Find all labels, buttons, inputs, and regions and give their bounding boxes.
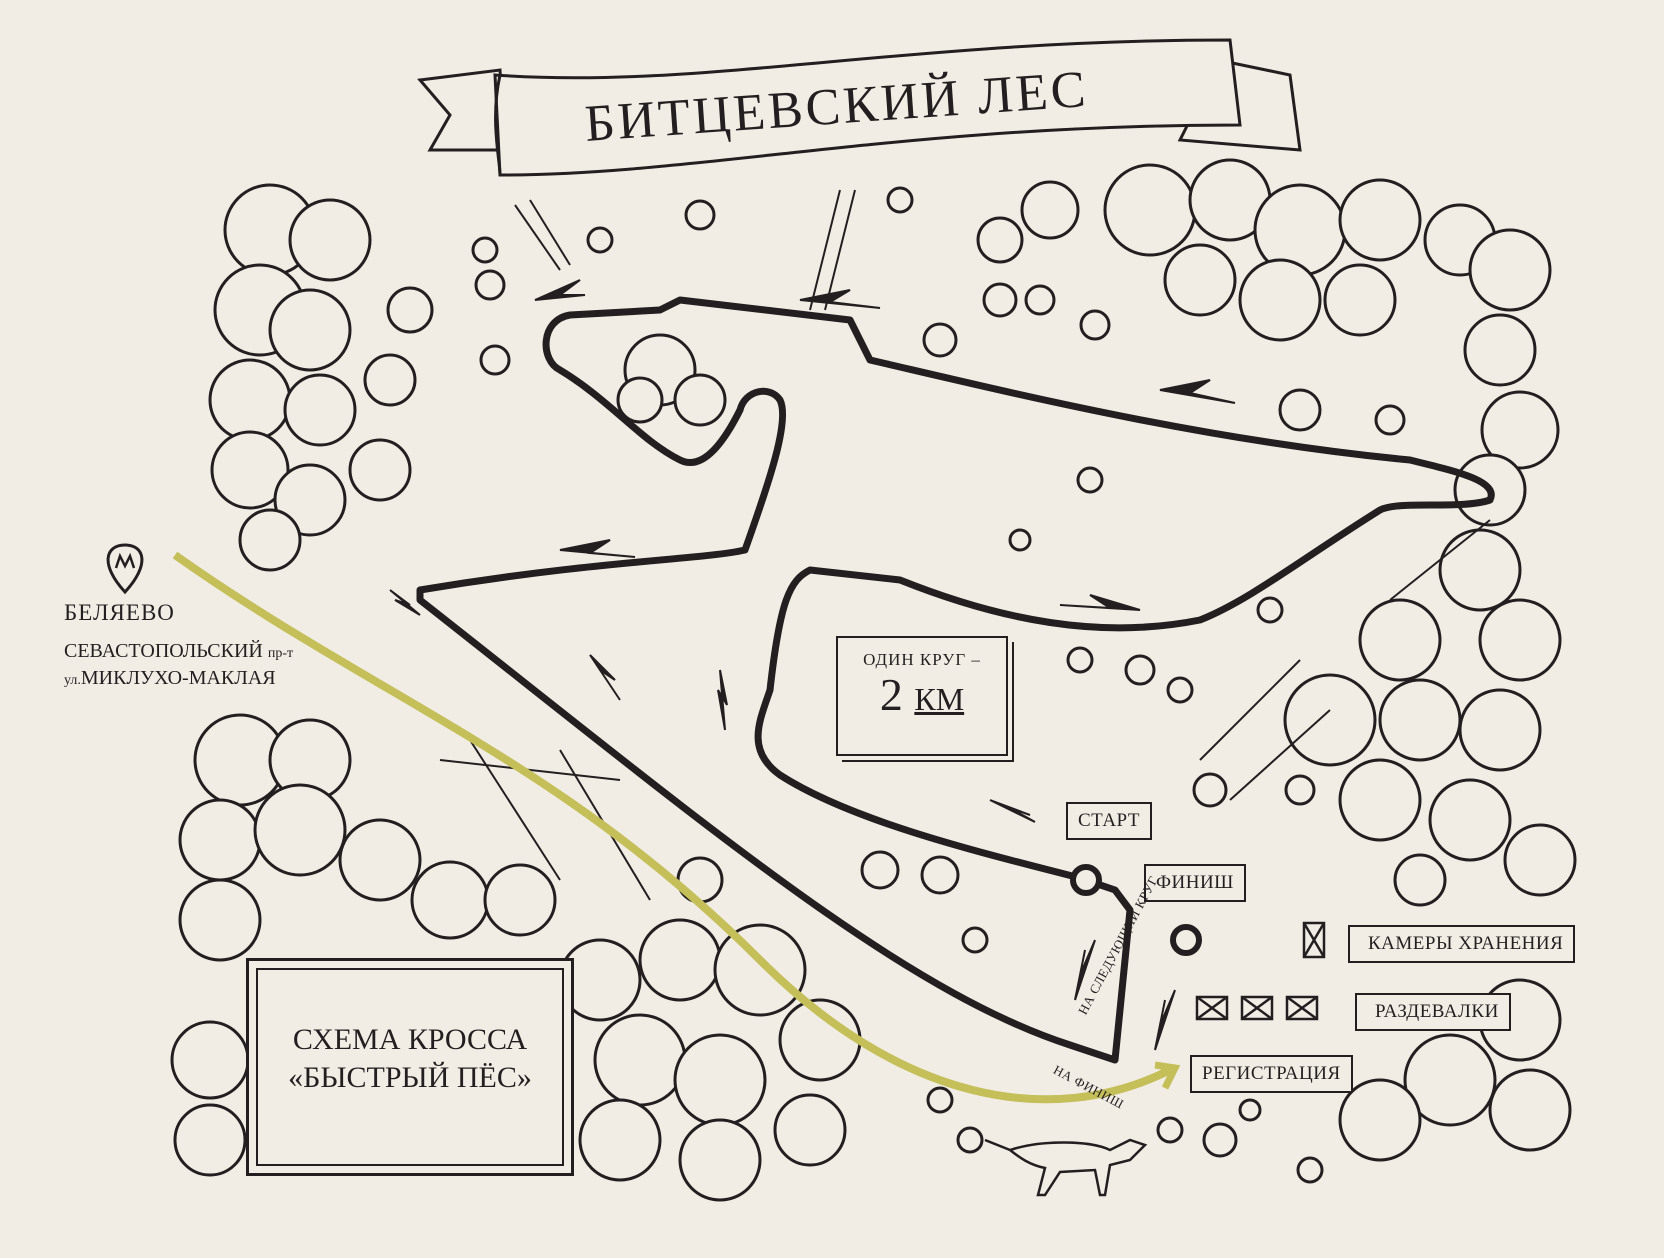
street-label: СЕВАСТОПОЛЬСКИЙ пр-т: [64, 640, 293, 663]
loop-caption: ОДИН КРУГ –: [863, 650, 981, 669]
arrow-icon: [989, 799, 1036, 823]
title-ribbon: [417, 38, 1302, 177]
arrow-icon: [1154, 989, 1176, 1051]
street-prefix: ул.: [64, 673, 81, 688]
approach-arrow-icon: [1154, 1061, 1181, 1090]
loop-distance-box: ОДИН КРУГ – 2 КМ: [836, 636, 1008, 756]
finish-marker-label: ФИНИШ: [1144, 864, 1246, 902]
scheme-title-line2: «БЫСТРЫЙ ПЁС»: [288, 1061, 532, 1094]
arrow-icon: [799, 289, 881, 309]
dog-icon: [984, 1138, 1148, 1197]
arrow-icon: [389, 589, 421, 616]
arrow-icon: [534, 279, 586, 301]
loop-distance-unit: КМ: [914, 681, 965, 717]
scheme-title-box: СХЕМА КРОССА «БЫСТРЫЙ ПЁС»: [246, 958, 574, 1176]
finish-point-icon: [1170, 924, 1202, 956]
facility-icons: [1195, 921, 1326, 1021]
arrow-icon: [1074, 939, 1096, 1001]
arrow-icon: [717, 669, 728, 731]
race-route: [416, 296, 1495, 1064]
arrow-icon: [1159, 379, 1236, 404]
start-point-icon: [1070, 864, 1102, 896]
arrow-icon: [1059, 594, 1141, 611]
street-suffix: пр-т: [267, 646, 294, 661]
arrow-icon: [559, 539, 636, 558]
start-marker-label: СТАРТ: [1066, 802, 1152, 840]
street-name: МИКЛУХО-МАКЛАЯ: [80, 667, 276, 689]
forest-trees: [170, 158, 1577, 1202]
loop-distance-value: 2: [879, 669, 903, 720]
registration-label: РЕГИСТРАЦИЯ: [1190, 1055, 1353, 1093]
direction-arrows: [389, 279, 1236, 1051]
approach-path: [172, 551, 1172, 1104]
storage-label: КАМЕРЫ ХРАНЕНИЯ: [1348, 925, 1576, 963]
metro-pin-icon: [106, 543, 144, 595]
loop-distance: 2 КМ: [838, 670, 1006, 724]
street-name: СЕВАСТОПОЛЬСКИЙ: [64, 640, 268, 662]
arrow-icon: [589, 654, 621, 701]
street-label: ул.МИКЛУХО-МАКЛАЯ: [64, 667, 276, 690]
dressing-rooms-label: РАЗДЕВАЛКИ: [1355, 993, 1511, 1031]
scheme-title-line1: СХЕМА КРОССА: [292, 1023, 528, 1056]
metro-station-label: БЕЛЯЕВО: [64, 600, 175, 625]
